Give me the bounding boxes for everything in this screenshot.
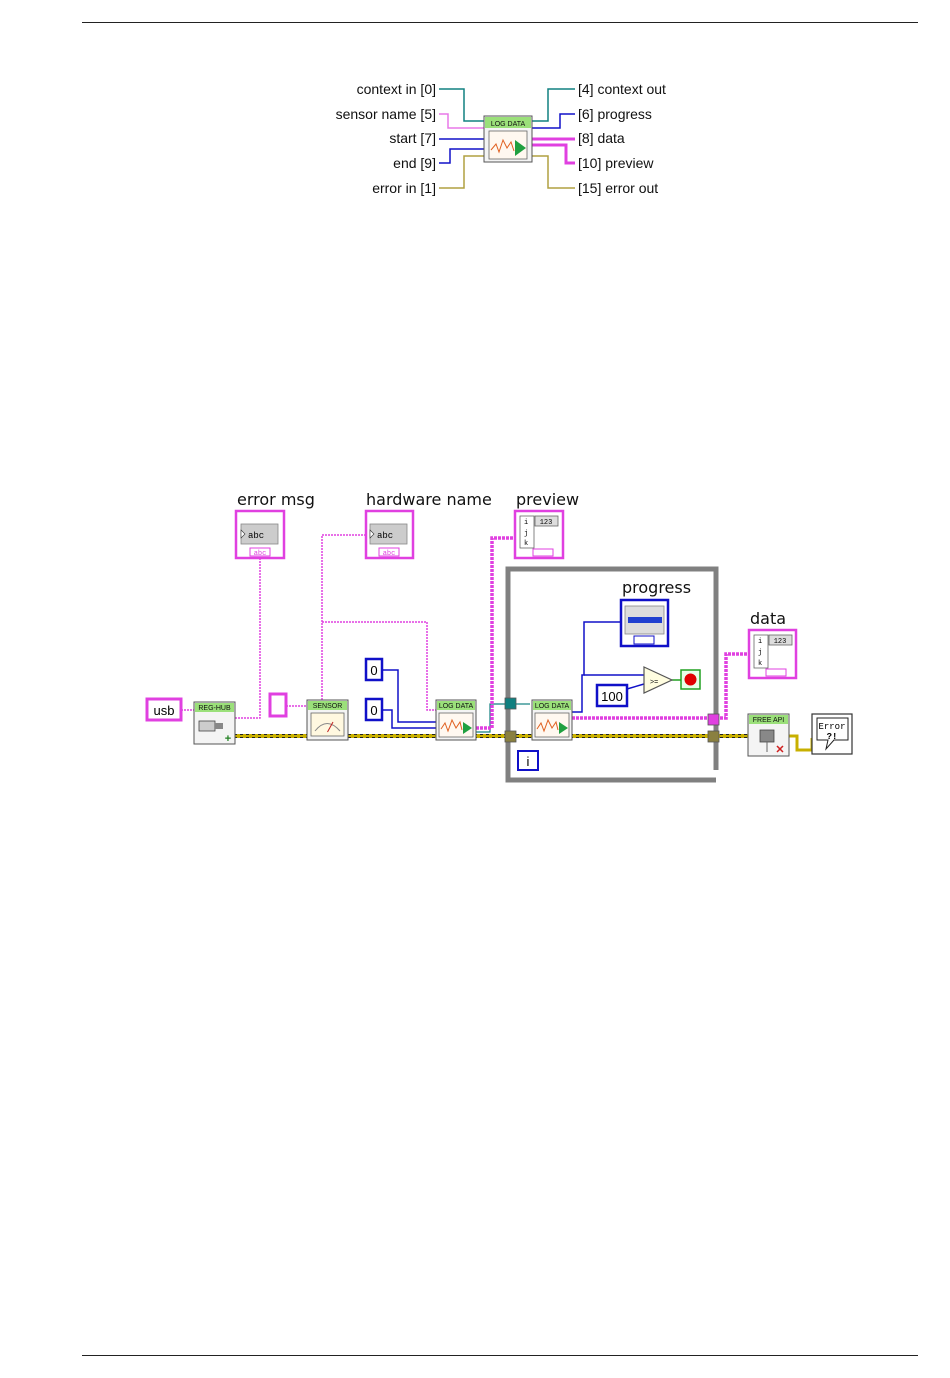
svg-text:Error: Error [818, 722, 845, 732]
hardware-name-indicator: abc abc [366, 511, 413, 558]
error-tunnel-in [505, 731, 516, 742]
svg-text:usb: usb [154, 703, 175, 718]
start-constant[interactable]: 0 [366, 659, 382, 680]
svg-text:abc: abc [383, 550, 396, 558]
svg-text:k: k [524, 540, 528, 548]
wire-context-out [530, 89, 575, 121]
iteration-terminal: i [518, 751, 538, 770]
terminal-end: end [9] [393, 155, 436, 171]
wire-context-in [439, 89, 486, 121]
terminal-error-in: error in [1] [372, 180, 436, 196]
error-msg-indicator: abc abc [236, 511, 284, 558]
wire-error-msg [235, 558, 260, 718]
block-diagram: error msg hardware name preview progress… [147, 490, 852, 780]
svg-text:abc: abc [248, 531, 264, 541]
vi-title: LOG DATA [491, 121, 526, 128]
terminal-data: [8] data [578, 130, 625, 146]
wire-preview [530, 145, 575, 163]
svg-text:123: 123 [540, 519, 553, 527]
wire-error-out [530, 156, 575, 188]
wire-hardware-name [322, 535, 366, 700]
svg-text:>=: >= [650, 679, 658, 686]
svg-text:SENSOR: SENSOR [313, 703, 343, 710]
caption-error-msg: error msg [237, 490, 315, 509]
reg-hub-node[interactable]: REG-HUB + [194, 702, 235, 745]
svg-text:k: k [758, 660, 762, 668]
svg-text:j: j [524, 530, 528, 538]
greater-equal-node: >= [644, 667, 672, 693]
free-api-node[interactable]: FREE API ✕ [748, 714, 789, 756]
wire-data [716, 654, 752, 718]
svg-text:i: i [524, 519, 528, 527]
terminal-start: start [7] [389, 130, 436, 146]
svg-text:LOG DATA: LOG DATA [535, 703, 570, 710]
sensor-node[interactable]: SENSOR [307, 700, 348, 740]
caption-preview: preview [516, 490, 579, 509]
terminal-progress: [6] progress [578, 106, 652, 122]
wire-end [382, 710, 436, 728]
svg-text:123: 123 [774, 638, 787, 646]
error-handler-node[interactable]: Error ?! [812, 714, 852, 754]
progress-indicator [621, 600, 668, 646]
compare-constant[interactable]: 100 [597, 685, 627, 706]
log-data-vi-icon: LOG DATA [484, 116, 532, 162]
usb-constant[interactable]: usb [147, 699, 181, 720]
terminal-sensor-name: sensor name [5] [336, 106, 436, 122]
svg-text:abc: abc [377, 531, 393, 541]
terminal-context-out: [4] context out [578, 81, 666, 97]
svg-text:?!: ?! [827, 732, 838, 742]
data-indicator: i j k 123 [749, 630, 796, 678]
svg-text:REG-HUB: REG-HUB [198, 705, 231, 712]
svg-text:LOG DATA: LOG DATA [439, 703, 474, 710]
svg-text:abc: abc [254, 550, 267, 558]
data-tunnel [708, 714, 719, 725]
caption-hardware-name: hardware name [366, 490, 492, 509]
sensor-name-constant[interactable] [270, 694, 286, 716]
svg-text:0: 0 [370, 663, 377, 678]
svg-text:j: j [758, 649, 762, 657]
caption-data: data [750, 609, 786, 628]
close-x-icon: ✕ [775, 744, 784, 756]
caption-progress: progress [622, 578, 691, 597]
preview-indicator: i j k 123 [515, 511, 563, 558]
svg-text:100: 100 [601, 689, 623, 704]
error-tunnel-out [708, 731, 719, 742]
stop-terminal[interactable] [681, 670, 700, 689]
log-data-node-2[interactable]: LOG DATA [532, 700, 572, 740]
svg-text:+: + [225, 733, 231, 745]
terminal-context-in: context in [0] [357, 81, 436, 97]
wire-100-to-compare [627, 684, 644, 689]
connector-pane: context in [0] sensor name [5] start [7]… [336, 81, 666, 196]
svg-text:FREE API: FREE API [753, 717, 785, 724]
wire-start [382, 670, 436, 722]
context-tunnel [505, 698, 516, 709]
terminal-preview: [10] preview [578, 155, 654, 171]
svg-text:i: i [527, 754, 530, 769]
wire-error-in [439, 156, 486, 188]
terminal-error-out: [15] error out [578, 180, 658, 196]
svg-text:i: i [758, 638, 762, 646]
end-constant[interactable]: 0 [366, 699, 382, 720]
log-data-node-1[interactable]: LOG DATA [436, 700, 476, 740]
svg-text:0: 0 [370, 703, 377, 718]
